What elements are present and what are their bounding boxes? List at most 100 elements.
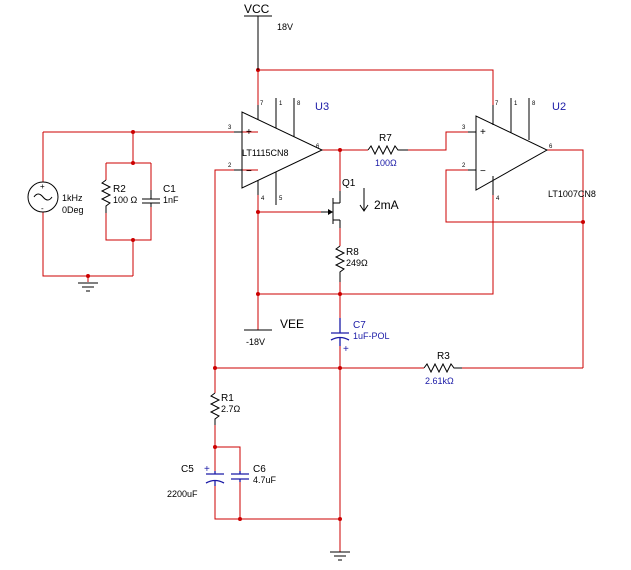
r7-name: R7 [379,133,392,144]
r3-name: R3 [437,351,450,362]
junction-dot [338,517,342,521]
vcc-name: VCC [244,2,270,16]
vcc-supply: VCC 18V [244,2,293,70]
capacitor-c6: C6 4.7uF [231,464,277,485]
q1-arrow-icon [328,209,333,215]
ground-symbol-main [330,551,350,561]
r8-name: R8 [346,247,359,258]
vcc-value: 18V [277,22,293,32]
junction-dot [131,130,135,134]
u2-pin-8: 8 [532,101,536,107]
current-annotation: 2mA [359,188,399,212]
r7-value: 100Ω [375,158,397,168]
c5-value: 2200uF [167,489,198,499]
u2-pin-2: 2 [462,163,466,169]
u2-part: LT1007CN8 [548,189,596,199]
wire-r2c1-top [105,132,152,190]
u3-pin-6: 6 [316,144,320,150]
source-phase: 0Deg [62,205,84,215]
junction-dot [238,517,242,521]
junction-dot [86,274,90,278]
opamp-u2: + − 3 2 6 7 1 8 4 U2 LT1007CN8 [462,98,596,202]
junction-dot [131,238,135,242]
wire-vee-bus [258,195,494,295]
opamp-u3-triangle [241,111,324,189]
u2-minus-sign: − [480,166,486,177]
u3-plus-sign: + [246,127,252,138]
opamp-u3: + − 3 2 6 7 1 8 4 5 U3 LT1115CN8 [228,98,329,205]
u2-plus-sign: + [480,127,486,138]
junction-dot [256,210,260,214]
junction-dot [213,445,217,449]
wire-r2c1-bottom [105,207,152,276]
current-label: 2mA [374,198,399,212]
u3-pin-5: 5 [279,196,283,202]
u3-name: U3 [315,101,329,113]
wire-cap-top [214,446,241,471]
u3-pin-3: 3 [228,125,232,131]
vee-value: -18V [246,337,265,347]
junction-dot [256,292,260,296]
wire-u2-feedback [445,169,583,223]
junction-dot [338,292,342,296]
wire-u3-inverting [214,169,258,393]
resistor-r1: R1 2.7Ω [209,392,241,425]
r3-value: 2.61kΩ [425,376,454,386]
junction-dot [131,161,135,165]
u3-pin-8: 8 [297,101,301,107]
vee-supply: VEE -18V [244,317,304,347]
capacitor-c1: C1 1nF [142,184,179,207]
junction-dot [581,220,585,224]
u3-pin-2: 2 [228,163,232,169]
resistor-r2: R2 100 Ω [100,179,138,213]
source-plus-sign: + [40,182,45,191]
r2-value: 100 Ω [113,195,138,205]
wire-r7-out [408,131,476,151]
junction-dot [338,148,342,152]
u3-minus-sign: − [246,166,252,177]
r8-value: 249Ω [346,258,368,268]
wires [42,69,584,552]
source-minus-sign: - [41,204,44,213]
resistor-r7: R7 100Ω [367,133,408,168]
c1-name: C1 [163,184,176,195]
ac-source-symbol: + - 1kHz 0Deg [27,181,84,215]
u2-pin-7: 7 [495,101,499,107]
c5-name: C5 [181,464,194,475]
capacitor-c7: + C7 1uF-POL [330,318,390,355]
u2-pin-4: 4 [496,196,500,202]
r1-name: R1 [221,393,234,404]
ground-symbol-source [78,282,98,292]
ac-source-circle [27,181,59,213]
source-frequency: 1kHz [62,193,83,203]
c7-polarity: + [343,344,349,355]
c7-value: 1uF-POL [353,331,390,341]
wire-vcc-rail [258,69,494,105]
junction-dot [338,366,342,370]
u3-pin-4: 4 [261,196,265,202]
q1-name: Q1 [342,178,356,189]
c6-name: C6 [253,464,266,475]
resistor-r8: R8 249Ω [334,245,368,282]
r1-value: 2.7Ω [221,404,241,414]
vee-name: VEE [280,317,304,331]
r2-name: R2 [113,184,126,195]
u3-part: LT1115CN8 [242,148,289,158]
u2-pin-6: 6 [549,144,553,150]
wire-source-left-bottom [42,212,133,277]
c1-value: 1nF [163,195,179,205]
wire-u2-out [547,149,584,368]
u2-name: U2 [552,101,566,113]
wire-cap-bottom [214,482,340,520]
c6-value: 4.7uF [253,475,277,485]
junction-dot [213,366,217,370]
u3-pin-7: 7 [260,101,264,107]
u2-pin-3: 3 [462,125,466,131]
c7-name: C7 [353,320,366,331]
sine-wave-icon [33,193,53,201]
resistor-r3: R3 2.61kΩ [423,351,462,386]
u3-pin-1: 1 [279,101,283,107]
capacitor-c5: + C5 2200uF [167,464,225,499]
transistor-q1: Q1 [321,178,356,228]
